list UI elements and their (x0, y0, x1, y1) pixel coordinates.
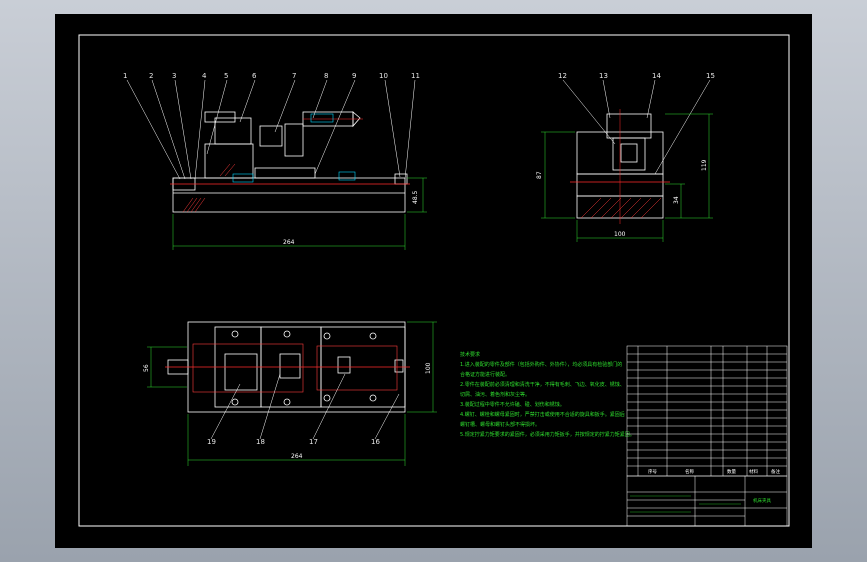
note-line-7: 螺钉槽、螺母和螺钉头部不得损坏。 (460, 421, 540, 428)
dim-top-left: 56 (143, 364, 150, 372)
label-3: 3 (172, 72, 176, 80)
technical-notes: 技术要求 1.进入装配的零件及部件（包括外购件、外协件），均必须具有检验部门的 … (460, 351, 635, 438)
front-dimensions (172, 177, 427, 250)
drawing-border (78, 34, 790, 527)
note-line-4: 切屑、油污、着色剂和灰尘等。 (460, 391, 530, 398)
label-16: 16 (371, 438, 380, 446)
parts-list (626, 345, 788, 477)
label-8: 8 (324, 72, 328, 80)
col-mat: 材料 (749, 468, 758, 475)
col-name: 名称 (685, 468, 694, 475)
note-line-1: 1.进入装配的零件及部件（包括外购件、外协件），均必须具有检验部门的 (460, 361, 622, 368)
label-12: 12 (558, 72, 567, 80)
note-line-8: 5.规定拧紧力矩要求的紧固件，必须采用力矩扳手，并按规定的拧紧力矩紧固。 (460, 431, 635, 438)
note-line-6: 4.螺钉、螺栓和螺母紧固时，严禁打击或使用不合适的旋具和扳手。紧固后 (460, 411, 625, 418)
top-red-outline (192, 343, 398, 393)
cad-drawing-viewport[interactable]: 1 2 3 4 5 6 7 8 9 10 11 264 48.5 (55, 14, 812, 548)
dim-side-height-left: 87 (536, 171, 543, 179)
label-15: 15 (706, 72, 715, 80)
label-5: 5 (224, 72, 228, 80)
dim-front-length: 264 (283, 239, 295, 246)
dim-side-small: 34 (673, 196, 680, 204)
label-4: 4 (202, 72, 207, 80)
note-line-3: 2.零件在装配前必须清理和清洗干净，不得有毛刺、飞边、氧化皮、锈蚀、 (460, 381, 625, 388)
parts-list-header: 序号 名称 数量 材料 备注 (648, 468, 780, 475)
drawing-title: 机床夹具 (753, 497, 771, 504)
front-hatching (182, 163, 236, 213)
dim-front-height: 48.5 (412, 190, 419, 204)
label-18: 18 (256, 438, 265, 446)
label-6: 6 (252, 72, 257, 80)
title-block-green-lines (630, 495, 741, 513)
top-dimensions (147, 321, 437, 466)
col-no: 序号 (648, 468, 657, 475)
label-19: 19 (207, 438, 216, 446)
notes-title: 技术要求 (460, 351, 480, 358)
label-7: 7 (292, 72, 296, 80)
note-line-5: 3.装配过程中零件不允许磕、碰、划伤和锈蚀。 (460, 401, 565, 408)
dim-top-length: 264 (291, 453, 303, 460)
side-hatching (580, 197, 662, 219)
dim-side-height-right: 119 (701, 159, 708, 171)
side-leaders (562, 79, 711, 175)
col-note: 备注 (771, 468, 780, 475)
label-11: 11 (411, 72, 420, 80)
front-part-labels: 1 2 3 4 5 6 7 8 9 10 11 (123, 72, 420, 80)
label-14: 14 (652, 72, 661, 80)
drawing-canvas: 1 2 3 4 5 6 7 8 9 10 11 264 48.5 (78, 34, 790, 527)
label-2: 2 (149, 72, 153, 80)
front-highlight (232, 113, 356, 183)
front-view (172, 111, 408, 213)
top-leaders (210, 373, 400, 440)
note-line-2: 合格证方能进行装配。 (460, 371, 510, 378)
side-dimensions (541, 113, 713, 242)
title-block (626, 475, 788, 527)
label-10: 10 (379, 72, 388, 80)
label-17: 17 (309, 438, 318, 446)
dim-top-width: 100 (425, 362, 432, 374)
label-1: 1 (123, 72, 127, 80)
front-leaders (126, 79, 416, 180)
col-qty: 数量 (727, 468, 736, 475)
label-13: 13 (599, 72, 608, 80)
label-9: 9 (352, 72, 356, 80)
dim-side-width: 100 (614, 231, 626, 238)
